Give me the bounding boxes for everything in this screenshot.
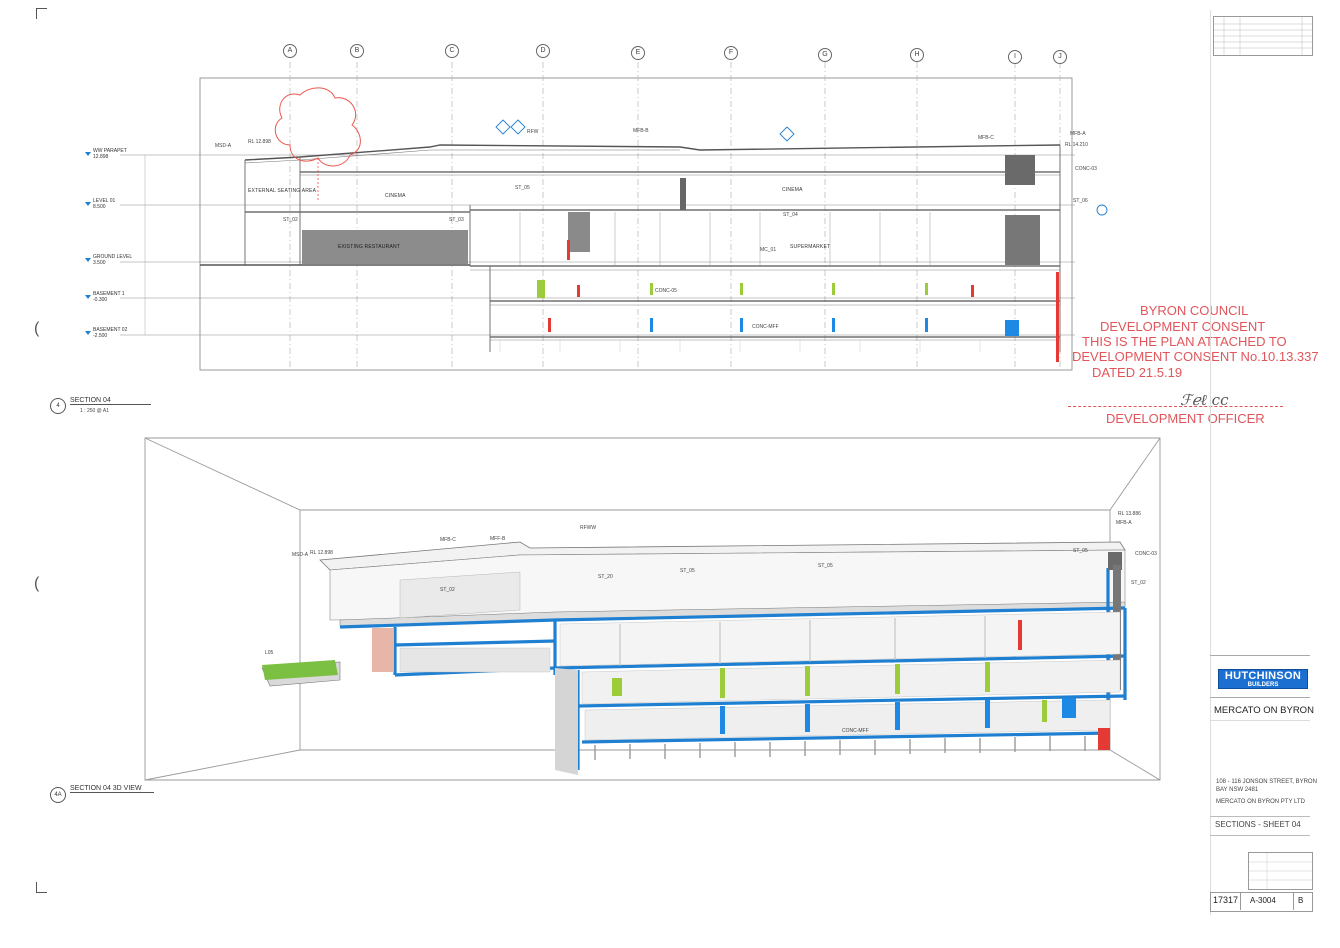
- revision-letter: B: [1298, 896, 1304, 905]
- section-04-drawing: [85, 62, 1108, 371]
- grid-bubble-e: E: [631, 46, 645, 60]
- tag-mc-01: MC_01: [760, 247, 777, 253]
- level-tag-basement1: BASEMENT 1-0.300: [93, 291, 125, 303]
- view3d-tag-mfb-a: MFB-A: [1116, 520, 1132, 526]
- grid-bubble-d: D: [536, 44, 550, 58]
- title-block-divider-3: [1210, 720, 1310, 721]
- view3d-tag-st-02: ST_02: [440, 587, 455, 593]
- grid-bubble-j: J: [1053, 50, 1067, 64]
- council-stamp: BYRON COUNCIL DEVELOPMENT CONSENT THIS I…: [1060, 303, 1340, 433]
- room-cinema-left: CINEMA: [385, 193, 406, 199]
- tag-st-04: ST_04: [783, 212, 798, 218]
- meta-table-lines: [1249, 853, 1312, 889]
- grid-bubble-c: C: [445, 44, 459, 58]
- room-supermarket: SUPERMARKET: [790, 244, 831, 250]
- corner-mark-bottom-left: [36, 882, 47, 893]
- revision-table: [1213, 16, 1313, 56]
- view3d-title: SECTION 04 3D VIEW: [70, 785, 154, 793]
- tag-conc-05: CONC-05: [655, 288, 677, 294]
- title-block-divider-5: [1210, 835, 1310, 836]
- drawing-number-divider-2: [1293, 892, 1294, 910]
- view3d-tag-rl-right: RL 13.886: [1118, 511, 1141, 517]
- view3d-tag-st-05b: ST_05: [818, 563, 833, 569]
- stamp-line-5: DATED 21.5.19: [1092, 365, 1183, 380]
- stamp-signature: ℱℯℓ cc: [1180, 391, 1229, 409]
- view3d-tag-st-05c: ST_05: [1073, 548, 1088, 554]
- project-name: MERCATO ON BYRON: [1214, 705, 1314, 716]
- hole-punch-mark-1: (: [34, 320, 40, 337]
- view3d-tag-mfb-c: MFB-C: [440, 537, 456, 543]
- level-tag-basement2: BASEMENT 02-2.500: [93, 327, 128, 339]
- section-title: SECTION 04: [70, 397, 151, 405]
- view3d-tag-conc: CONC-MFF: [842, 728, 869, 734]
- grid-bubble-h: H: [910, 48, 924, 62]
- view3d-tag-msd-a: MSD-A: [292, 552, 309, 558]
- client-name: MERCATO ON BYRON PTY LTD: [1216, 799, 1305, 805]
- drawing-title: SECTIONS - SHEET 04: [1215, 820, 1301, 829]
- title-block-frame: [1210, 10, 1311, 915]
- meta-table: [1248, 852, 1313, 890]
- section-title-marker: 4: [50, 398, 66, 414]
- project-address-2: BAY NSW 2481: [1216, 787, 1259, 793]
- tag-st-02: ST_02: [283, 217, 298, 223]
- room-existing-restaurant: EXISTING RESTAURANT: [338, 244, 401, 250]
- grid-bubble-g: G: [818, 48, 832, 62]
- revision-table-lines: [1214, 17, 1312, 55]
- room-external-seating: EXTERNAL SEATING AREA: [248, 188, 317, 194]
- view3d-tag-st-05a: ST_05: [680, 568, 695, 574]
- tag-conc-mff: CONC-MFF: [752, 324, 779, 330]
- stamp-line-1: BYRON COUNCIL: [1140, 303, 1249, 318]
- stamp-line-6: DEVELOPMENT OFFICER: [1106, 411, 1265, 426]
- tag-rl-left: RL 12.898: [248, 139, 271, 145]
- tag-st-03: ST_03: [449, 217, 464, 223]
- tag-rl-right: RL 14.210: [1065, 142, 1088, 148]
- company-logo: HUTCHINSON BUILDERS: [1218, 669, 1308, 689]
- drawing-number-divider-1: [1240, 892, 1241, 910]
- project-address-1: 108 - 116 JONSON STREET, BYRON: [1216, 779, 1317, 785]
- grid-bubble-f: F: [724, 46, 738, 60]
- section-scale: 1 : 250 @ A1: [80, 408, 109, 414]
- stamp-line-3: THIS IS THE PLAN ATTACHED TO: [1082, 334, 1287, 349]
- tag-msd-a: MSD-A: [215, 143, 232, 149]
- view3d-tag-st-20: ST_20: [598, 574, 613, 580]
- view3d-tag-st-02b: ST_02: [1131, 580, 1146, 586]
- tag-mfb-b: MFB-B: [633, 128, 649, 134]
- title-block-divider-1: [1210, 655, 1310, 656]
- stamp-line-4: DEVELOPMENT CONSENT No.10.13.337: [1072, 349, 1319, 364]
- grid-bubble-a: A: [283, 44, 297, 58]
- stamp-signature-line: [1068, 406, 1283, 407]
- view3d-tag-rl-left: RL 12.898: [310, 550, 333, 556]
- drawing-number-row: [1210, 892, 1313, 912]
- tag-mfb-a: MFB-A: [1070, 131, 1086, 137]
- job-number: 17317: [1213, 895, 1239, 905]
- grid-bubble-i: I: [1008, 50, 1022, 64]
- view3d-tag-rfw: RFWW: [580, 525, 597, 531]
- tag-rfw: RFW: [527, 129, 539, 135]
- corner-mark-top-left: [36, 8, 47, 19]
- tag-st-06: ST_06: [1073, 198, 1088, 204]
- view3d-tag-mff: MFF-B: [490, 536, 506, 542]
- stamp-line-2: DEVELOPMENT CONSENT: [1100, 319, 1266, 334]
- view3d-tag-ls: L05: [265, 650, 274, 656]
- tag-st-05: ST_05: [515, 185, 530, 191]
- view3d-tag-conc-03: CONC-03: [1135, 551, 1157, 557]
- drawing-number: A-3004: [1250, 896, 1276, 905]
- company-name: HUTCHINSON: [1224, 670, 1302, 682]
- tag-conc-03: CONC-03: [1075, 166, 1097, 172]
- hole-punch-mark-2: (: [34, 575, 40, 592]
- section-3d-view-drawing: [144, 437, 1161, 781]
- tag-mfb-c: MFB-C: [978, 135, 994, 141]
- grid-bubble-b: B: [350, 44, 364, 58]
- room-cinema-right: CINEMA: [782, 187, 803, 193]
- title-block-divider-2: [1210, 697, 1310, 698]
- company-sub: BUILDERS: [1247, 682, 1279, 688]
- title-block-divider-4: [1210, 816, 1310, 817]
- view3d-title-marker: 4A: [50, 787, 66, 803]
